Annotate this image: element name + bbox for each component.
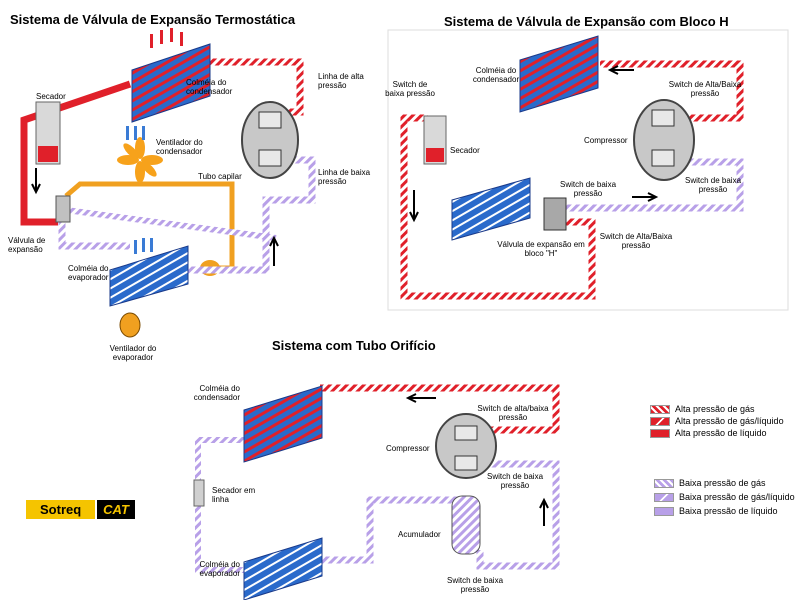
high-gas-top-3 bbox=[320, 384, 560, 434]
compressor-2-head-top bbox=[651, 109, 675, 127]
sotreq-logo-text: Sotreq bbox=[26, 500, 96, 519]
condenser-coil-3 bbox=[243, 385, 323, 463]
flow-arrow-down-2 bbox=[409, 190, 419, 223]
legend-swatch bbox=[654, 492, 674, 502]
label-condenser-3: Colméia do condensador bbox=[193, 384, 240, 402]
h-block-valve bbox=[543, 197, 567, 231]
label-low-line: Linha de baixa pressão bbox=[318, 168, 371, 186]
label-high-low-switch-top: Switch de Alta/Baixa pressão bbox=[668, 80, 742, 98]
thermostatic-system bbox=[20, 28, 316, 338]
evaporator-coil bbox=[109, 245, 189, 307]
evap-inlet-line bbox=[58, 222, 130, 250]
compressor-head-top bbox=[258, 111, 282, 129]
legend-high-gas: Alta pressão de gás bbox=[650, 404, 755, 414]
compressor-2-head-bottom bbox=[651, 149, 675, 167]
label-compressor-2: Compressor bbox=[584, 136, 628, 145]
label-compressor-3: Compressor bbox=[386, 444, 430, 453]
label-low-switch-mid: Switch de baixa pressão bbox=[559, 180, 617, 198]
legend-label: Baixa pressão de gás/líquido bbox=[679, 492, 795, 502]
label-dryer-1: Secador bbox=[36, 92, 66, 101]
label-low-switch-right: Switch de baixa pressão bbox=[684, 176, 742, 194]
cold-air-arrows-1 bbox=[126, 126, 153, 254]
compressor-2 bbox=[633, 99, 695, 181]
inline-dryer bbox=[193, 479, 205, 507]
condenser-coil bbox=[131, 43, 211, 123]
legend-swatch bbox=[654, 478, 674, 488]
title-orifice: Sistema com Tubo Orifício bbox=[272, 338, 436, 353]
compressor-head-bottom bbox=[258, 149, 282, 167]
flow-arrow-left-3 bbox=[405, 393, 436, 403]
title-thermostatic: Sistema de Válvula de Expansão Termostát… bbox=[10, 12, 296, 27]
block-h-frame bbox=[387, 29, 789, 311]
compressor-3 bbox=[435, 413, 497, 479]
label-h-valve: Válvula de expansão em bloco "H" bbox=[497, 240, 585, 258]
flow-arrow-up bbox=[269, 235, 279, 266]
flow-arrow-up-3 bbox=[539, 497, 549, 526]
legend-swatch bbox=[650, 404, 670, 414]
flow-arrow-left-2 bbox=[607, 65, 634, 75]
high-liquid-line bbox=[20, 80, 132, 226]
label-valve-1: Válvula de expansão bbox=[8, 236, 46, 254]
block-h-system bbox=[387, 29, 789, 311]
legend-label: Baixa pressão de líquido bbox=[679, 506, 778, 516]
legend-label: Baixa pressão de gás bbox=[679, 478, 766, 488]
orifice-system bbox=[193, 384, 560, 600]
label-condenser-2: Colméia do condensador bbox=[472, 66, 520, 84]
label-evap-fan: Ventilador do evaporador bbox=[109, 344, 157, 362]
label-inline-dryer: Secador em linha bbox=[212, 486, 256, 504]
legend-label: Alta pressão de gás/líquido bbox=[675, 416, 784, 426]
legend-high-gas-liquid: Alta pressão de gás/líquido bbox=[650, 416, 784, 426]
legend-swatch bbox=[650, 428, 670, 438]
label-low-switch-left: Switch de baixa pressão bbox=[385, 80, 435, 98]
title-block-h: Sistema de Válvula de Expansão com Bloco… bbox=[444, 14, 729, 29]
flow-arrow-right-2 bbox=[632, 192, 659, 202]
flow-arrow-down bbox=[31, 168, 41, 195]
hot-air-arrows bbox=[150, 28, 183, 48]
evaporator-fan bbox=[119, 312, 141, 338]
label-low-switch-right-3: Switch de baixa pressão bbox=[486, 472, 544, 490]
low-gas-line bbox=[180, 156, 316, 274]
legend-low-gas-liquid: Baixa pressão de gás/líquido bbox=[654, 492, 795, 502]
cat-logo-text: CAT bbox=[97, 500, 135, 519]
condenser-coil-2 bbox=[519, 35, 599, 113]
evaporator-coil-3 bbox=[243, 537, 323, 600]
label-condenser-1: Colméia do condensador bbox=[186, 78, 233, 96]
expansion-valve bbox=[55, 195, 71, 223]
compressor-3-head-bottom bbox=[454, 455, 478, 471]
compressor-3-head-top bbox=[454, 425, 478, 441]
legend-swatch bbox=[650, 416, 670, 426]
label-accumulator: Acumulador bbox=[398, 530, 441, 539]
legend-label: Alta pressão de gás bbox=[675, 404, 755, 414]
dryer-bottom bbox=[38, 146, 58, 162]
dryer-2-bottom bbox=[426, 148, 444, 162]
label-high-line: Linha de alta pressão bbox=[318, 72, 364, 90]
sotreq-cat-logo: Sotreq CAT bbox=[26, 500, 135, 519]
liquid-line-3 bbox=[195, 437, 244, 573]
legend-label: Alta pressão de líquido bbox=[675, 428, 767, 438]
low-gas-right bbox=[566, 158, 744, 212]
compressor bbox=[241, 101, 299, 179]
legend-swatch bbox=[654, 506, 674, 516]
label-condenser-fan: Ventilador do condensador bbox=[156, 138, 203, 156]
label-low-switch-bottom-3: Switch de baixa pressão bbox=[446, 576, 504, 594]
label-evaporator-3: Colméia do evaporador bbox=[199, 560, 240, 578]
high-gas-top bbox=[600, 60, 744, 122]
low-liquid-line bbox=[65, 207, 277, 241]
high-liquid-outer bbox=[400, 114, 596, 300]
label-dryer-2: Secador bbox=[450, 146, 480, 155]
legend-high-liquid: Alta pressão de líquido bbox=[650, 428, 767, 438]
evap-to-accumulator bbox=[322, 496, 460, 564]
condenser-fan bbox=[117, 137, 163, 183]
label-high-low-switch-3: Switch de alta/baixa pressão bbox=[477, 404, 549, 422]
label-evaporator-1: Colméia do evaporador bbox=[68, 264, 109, 282]
legend-low-gas: Baixa pressão de gás bbox=[654, 478, 766, 488]
label-capillary: Tubo capilar bbox=[198, 172, 242, 181]
label-high-low-switch-bottom: Switch de Alta/Baixa pressão bbox=[599, 232, 673, 250]
accumulator bbox=[451, 495, 481, 555]
legend-low-liquid: Baixa pressão de líquido bbox=[654, 506, 778, 516]
low-gas-right-3 bbox=[476, 460, 560, 570]
evaporator-coil-2 bbox=[451, 177, 531, 241]
